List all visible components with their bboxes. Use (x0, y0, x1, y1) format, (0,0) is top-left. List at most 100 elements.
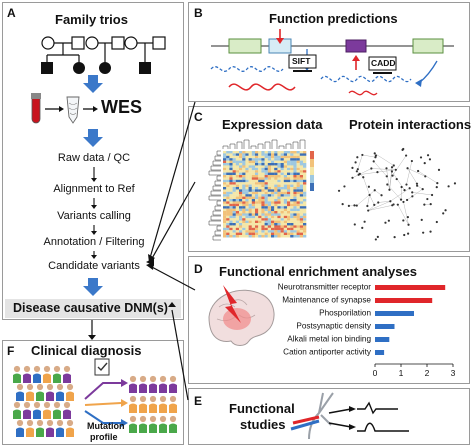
pipette-red (292, 415, 320, 425)
pedigree-mother-3 (124, 36, 138, 50)
trace-1 (357, 401, 398, 415)
panel-c: C Expression data Protein interactions (188, 106, 472, 252)
enrichment-x-tick-label: 2 (425, 368, 430, 378)
person-icon (13, 365, 21, 383)
variant-marker-2 (352, 55, 360, 70)
person-icon (46, 419, 54, 437)
checklist-icon (94, 358, 110, 376)
block-arrow-down-1 (83, 75, 103, 93)
pedigree-father-3 (152, 36, 166, 50)
enrichment-category-label: Maintenance of synapse (282, 296, 371, 305)
person-icon (149, 375, 157, 393)
step-candidate-variants: Candidate variants (48, 260, 140, 272)
cadd-box (368, 56, 397, 71)
enrichment-bar (375, 337, 390, 342)
panel-f-letter: F (7, 344, 15, 358)
enrichment-category-label: Phosporilation (319, 309, 371, 318)
person-icon (63, 365, 71, 383)
person-icon (43, 365, 51, 383)
step-variants-calling: Variants calling (57, 210, 131, 222)
sift-box (288, 54, 317, 69)
disease-dnm-label: Disease causative DNM(s) (13, 301, 168, 315)
panel-b: B Function predictions SIFT (188, 2, 470, 102)
lightning-icon (223, 285, 241, 323)
sample-processing-icons (31, 93, 98, 124)
transcript-blue-wave-1 (210, 66, 284, 72)
enrichment-category-label: Cation antiporter activity (283, 348, 372, 357)
step-raw-data-qc: Raw data / QC (57, 152, 131, 164)
family-trios-title: Family trios (55, 12, 128, 27)
variant-marker-1 (276, 29, 284, 44)
gene-structure-diagram (210, 29, 454, 96)
person-icon (169, 395, 177, 413)
exon-3 (345, 39, 367, 53)
person-icon (149, 415, 157, 433)
exon-4 (412, 38, 444, 54)
person-icon (36, 419, 44, 437)
person-icon (23, 401, 31, 419)
step-alignment: Alignment to Ref (53, 183, 135, 195)
person-icon (66, 383, 74, 401)
person-icon (129, 415, 137, 433)
functional-studies-line2: studies (240, 417, 286, 432)
person-icon (169, 415, 177, 433)
person-icon (139, 395, 147, 413)
block-arrow-down-2 (83, 129, 103, 147)
person-icon (66, 419, 74, 437)
panel-b-letter: B (194, 6, 203, 20)
panel-e: E Functional studies (188, 388, 470, 445)
pedigree-daughter-affected (73, 62, 85, 74)
pedigree-son-affected-2 (139, 62, 151, 74)
pedigree-mother-1 (41, 36, 55, 50)
panel-d: D Functional enrichment analyses Neurotr… (188, 256, 470, 384)
panel-a-letter: A (7, 6, 16, 20)
mutation-profile-line2: profile (90, 432, 118, 442)
disease-dnm-box (5, 299, 181, 318)
wes-label: WES (101, 97, 143, 117)
person-icon (129, 395, 137, 413)
person-icon (53, 401, 61, 419)
protein-interactions-title: Protein interactions (349, 117, 472, 132)
arrow-c-to-candidates (149, 181, 196, 263)
trace-2 (357, 422, 409, 432)
mutation-profile-line1: Mutation (87, 421, 125, 431)
pipeline-arrows (91, 167, 97, 259)
arrow-b-to-candidates (149, 101, 196, 259)
panel-a: A Family trios (2, 2, 184, 320)
enrichment-title: Functional enrichment analyses (219, 264, 417, 279)
enrichment-bar (375, 311, 414, 316)
person-icon (46, 383, 54, 401)
electrophysiology-illustration (290, 392, 409, 440)
person-icon (33, 365, 41, 383)
sift-underline (293, 70, 312, 72)
pedigree-daughter-affected-2 (99, 62, 111, 74)
person-icon (16, 383, 24, 401)
enrichment-category-label: Alkali metal ion binding (287, 335, 371, 344)
person-icon (26, 383, 34, 401)
enrichment-bar (375, 324, 395, 329)
panel-c-letter: C (194, 110, 203, 124)
panel-f: F Clinical diagnosis Mutation profile (2, 340, 184, 445)
enrichment-x-tick-label: 0 (373, 368, 378, 378)
person-icon (139, 415, 147, 433)
pipette-blue (290, 419, 320, 431)
function-predictions-title: Function predictions (269, 11, 398, 26)
transcript-red-wave-2 (348, 90, 378, 96)
person-icon (149, 395, 157, 413)
pedigree-mother-2 (85, 36, 99, 50)
pedigree-diagram (41, 36, 166, 74)
panel-d-letter: D (194, 262, 203, 276)
cadd-arrow (415, 60, 438, 87)
enrichment-x-tick-label: 1 (399, 368, 404, 378)
enrichment-category-label: Neurotransmitter receptor (278, 283, 372, 292)
pedigree-father-2 (111, 36, 125, 50)
enrichment-bar (375, 350, 385, 355)
person-icon (13, 401, 21, 419)
expression-data-title: Expression data (222, 117, 323, 132)
person-icon (169, 375, 177, 393)
person-icon (159, 375, 167, 393)
transcript-red-wave-1 (228, 83, 296, 91)
protein-interaction-network (337, 147, 457, 241)
person-icon (53, 365, 61, 383)
person-icon (129, 375, 137, 393)
